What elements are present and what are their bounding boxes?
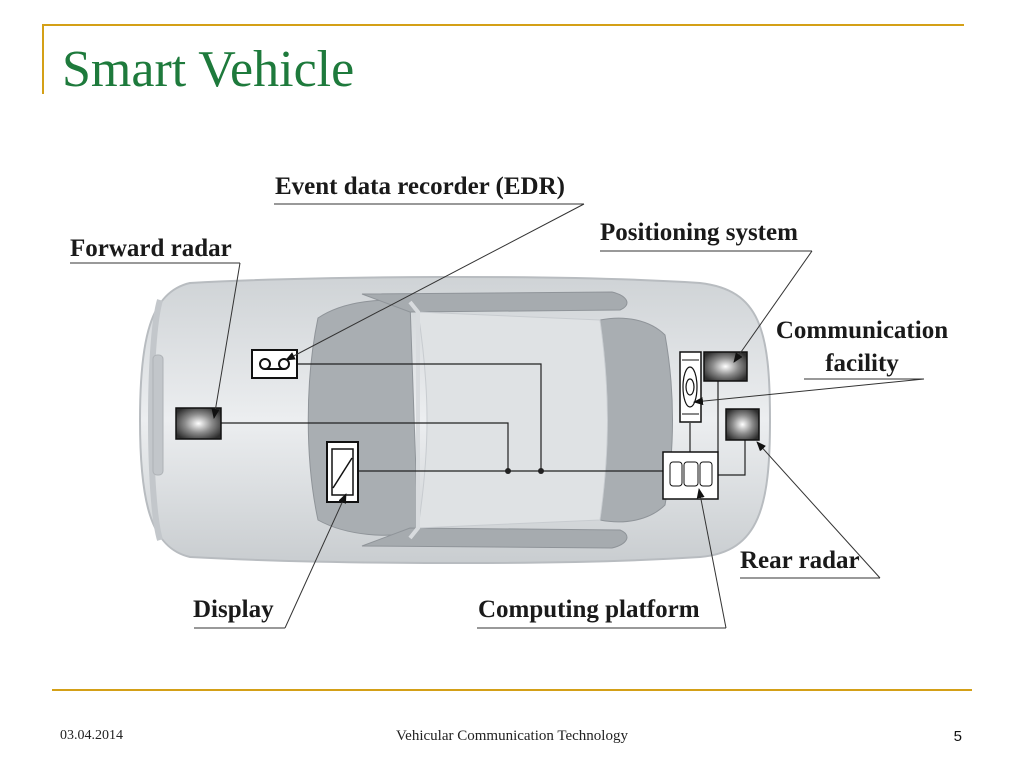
communication-unit — [703, 351, 748, 382]
leader-lines — [70, 203, 925, 629]
footer-date: 03.04.2014 — [60, 728, 123, 743]
left-rule — [42, 24, 44, 94]
label-rear-radar: Rear radar — [740, 547, 860, 574]
forward-radar-unit — [175, 407, 222, 440]
junction-node — [538, 468, 544, 474]
slide-title: Smart Vehicle — [62, 41, 355, 98]
footer-rule — [52, 689, 972, 691]
display-unit — [326, 441, 359, 503]
label-communication-line2: facility — [825, 350, 899, 377]
edr-unit — [251, 349, 298, 379]
top-rule — [42, 24, 964, 26]
label-communication-line1: Communication — [776, 317, 948, 344]
label-computing-platform: Computing platform — [478, 596, 700, 623]
label-forward-radar: Forward radar — [70, 235, 232, 262]
page-number: 5 — [953, 728, 962, 745]
label-edr: Event data recorder (EDR) — [275, 173, 565, 200]
positioning-unit — [679, 351, 702, 423]
computing-platform-unit — [662, 451, 719, 500]
footer-title: Vehicular Communication Technology — [396, 728, 628, 744]
label-display: Display — [193, 596, 274, 623]
rear-radar-unit — [725, 408, 760, 441]
junction-node — [505, 468, 511, 474]
label-positioning-system: Positioning system — [600, 219, 798, 246]
car-body — [138, 275, 772, 565]
